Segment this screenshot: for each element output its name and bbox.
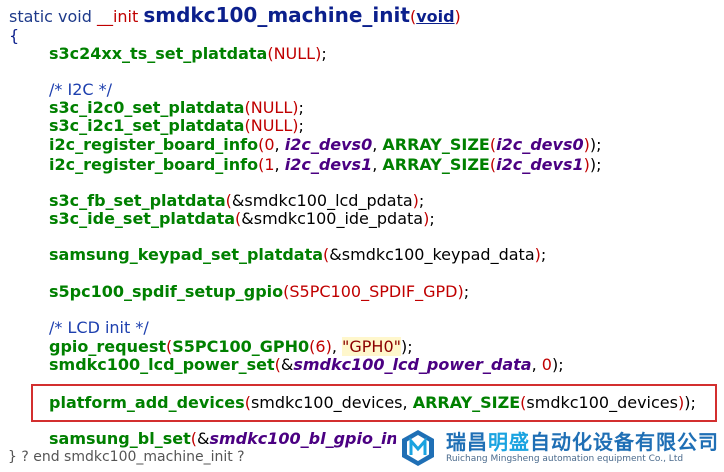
macro-array-size[interactable]: ARRAY_SIZE (382, 135, 490, 154)
num: 1 (264, 155, 275, 174)
company-watermark: 瑞昌明盛自动化设备有限公司 Ruichang Mingsheng automat… (396, 424, 724, 472)
macro-gph0[interactable]: S5PC100_GPH0 (172, 337, 310, 356)
line-end: ); (589, 135, 602, 154)
var-i2c-devs1[interactable]: i2c_devs1 (284, 155, 373, 174)
fn-i2c0[interactable]: s3c_i2c0_set_platdata (49, 98, 245, 117)
num: 6 (315, 337, 326, 356)
fn-register-board-info-1[interactable]: i2c_register_board_info (49, 155, 259, 174)
code-line-reg1: i2c_register_board_info(1, i2c_devs1, AR… (49, 155, 602, 174)
var-bl-gpio[interactable]: smdkc100_bl_gpio_in (209, 429, 398, 448)
code-line-spdif: s5pc100_spdif_setup_gpio(S5PC100_SPDIF_G… (49, 282, 470, 301)
arg: &smdkc100_lcd_pdata (231, 191, 413, 210)
function-name[interactable]: smdkc100_machine_init (143, 3, 410, 27)
num: 0 (264, 135, 275, 154)
fn-register-board-info-0[interactable]: i2c_register_board_info (49, 135, 259, 154)
code-line-bl: samsung_bl_set(&smdkc100_bl_gpio_in (49, 429, 398, 448)
arg: smdkc100_devices (250, 393, 403, 412)
code-line-platform: platform_add_devices(smdkc100_devices, A… (49, 393, 696, 412)
void-keyword[interactable]: void (416, 7, 455, 26)
fn-i2c1[interactable]: s3c_i2c1_set_platdata (49, 116, 245, 135)
function-signature: static void __init smdkc100_machine_init… (9, 3, 461, 27)
line-end: ); (401, 337, 413, 356)
arg: NULL (273, 44, 316, 63)
function-end-marker: } ? end smdkc100_machine_init ? (8, 449, 245, 465)
var-lcd-power-data[interactable]: smdkc100_lcd_power_data (293, 355, 532, 374)
code-line-gpio: gpio_request(S5PC100_GPH0(6), "GPH0"); (49, 337, 413, 356)
comment-lcd: /* LCD init */ (49, 318, 149, 337)
line-end: ); (684, 393, 696, 412)
fn-platform-add-devices[interactable]: platform_add_devices (49, 393, 245, 412)
line-end: ; (298, 98, 304, 117)
code-line-fb: s3c_fb_set_platdata(&smdkc100_lcd_pdata)… (49, 191, 425, 210)
line-end: ; (418, 191, 425, 210)
open-brace: { (9, 26, 20, 45)
signature-init: __init (96, 7, 139, 26)
fn-gpio-request[interactable]: gpio_request (49, 337, 166, 356)
arg: NULL (250, 116, 293, 135)
arg: smdkc100_devices (526, 393, 678, 412)
arg: &smdkc100_ide_pdata (241, 209, 424, 228)
company-name-en: Ruichang Mingsheng automation equipment … (446, 454, 684, 464)
fn-fb-set-platdata[interactable]: s3c_fb_set_platdata (49, 191, 226, 210)
macro-array-size[interactable]: ARRAY_SIZE (382, 155, 490, 174)
line-end: ; (298, 116, 304, 135)
company-name-cn: 瑞昌明盛自动化设备有限公司 (446, 430, 719, 454)
code-line-reg0: i2c_register_board_info(0, i2c_devs0, AR… (49, 135, 602, 154)
fn-keypad-set-platdata[interactable]: samsung_keypad_set_platdata (49, 245, 324, 264)
line-end: ; (540, 245, 547, 264)
code-line-i2c1: s3c_i2c1_set_platdata(NULL); (49, 116, 304, 135)
var-i2c-devs0[interactable]: i2c_devs0 (284, 135, 373, 154)
code-line-i2c0: s3c_i2c0_set_platdata(NULL); (49, 98, 304, 117)
paren-close: ) (454, 7, 461, 26)
line-end: ; (321, 44, 327, 63)
highlight-box (31, 384, 717, 422)
fn-bl-set[interactable]: samsung_bl_set (49, 429, 191, 448)
code-line-ide: s3c_ide_set_platdata(&smdkc100_ide_pdata… (49, 209, 435, 228)
fn-s3c24xx-ts[interactable]: s3c24xx_ts_set_platdata (49, 44, 268, 63)
var-i2c-devs1[interactable]: i2c_devs1 (496, 155, 584, 174)
code-line-lcdpow: smdkc100_lcd_power_set(&smdkc100_lcd_pow… (49, 355, 564, 374)
line-end: ); (551, 355, 564, 374)
paren-open: ( (409, 7, 417, 26)
fn-ide-set-platdata[interactable]: s3c_ide_set_platdata (49, 209, 236, 228)
fn-spdif-setup-gpio[interactable]: s5pc100_spdif_setup_gpio (49, 282, 284, 301)
arg: &smdkc100_keypad_data (329, 245, 535, 264)
company-logo-icon (402, 430, 434, 466)
fn-lcd-power-set[interactable]: smdkc100_lcd_power_set (49, 355, 275, 374)
arg: NULL (250, 98, 293, 117)
macro-array-size[interactable]: ARRAY_SIZE (412, 393, 521, 412)
string-literal: "GPH0" (342, 337, 401, 356)
code-line-ts: s3c24xx_ts_set_platdata(NULL); (49, 44, 327, 63)
var-i2c-devs0[interactable]: i2c_devs0 (496, 135, 584, 154)
signature-prefix: static void (9, 7, 97, 26)
code-line-keypad: samsung_keypad_set_platdata(&smdkc100_ke… (49, 245, 547, 264)
line-end: ); (589, 155, 602, 174)
arg: S5PC100_SPDIF_GPD (289, 282, 458, 301)
comment-i2c: /* I2C */ (49, 80, 113, 99)
line-end: ; (429, 209, 435, 228)
line-end: ; (463, 282, 470, 301)
num: 0 (541, 355, 552, 374)
